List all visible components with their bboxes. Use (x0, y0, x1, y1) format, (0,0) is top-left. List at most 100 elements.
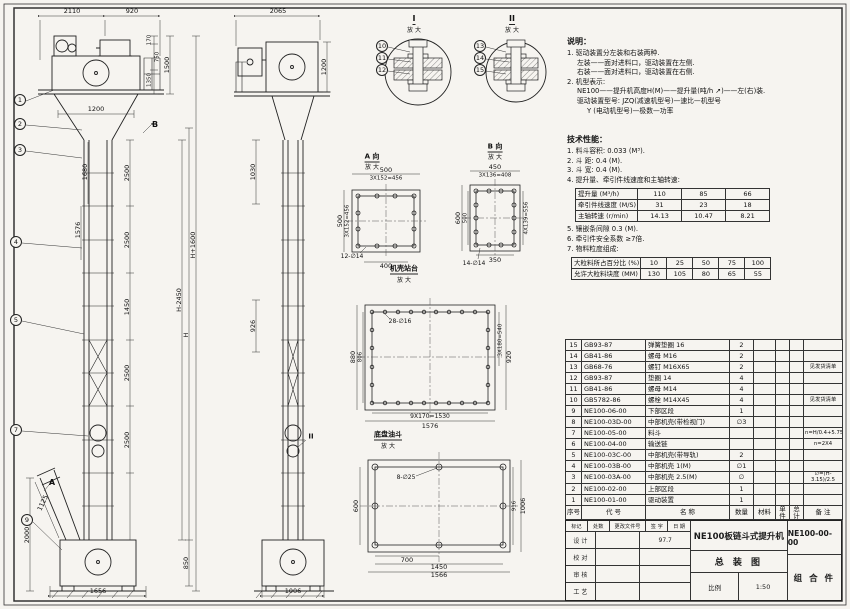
bom-cell: 2 (729, 449, 754, 462)
bom-cell: n=2X4 (803, 438, 843, 451)
bom-cell (803, 483, 843, 495)
bom-cell: 7 (565, 427, 582, 440)
bom-cell: 1 (729, 494, 754, 506)
revision-header-cell: 处数 (588, 521, 610, 531)
bom-cell: 3 (565, 471, 582, 484)
tech-items: 5. 镶嵌条间隙 0.3 (M).6. 牵引件安全系数 ≥7倍.7. 物料粒度组… (567, 225, 839, 254)
bom-cell (753, 350, 776, 363)
text-line: 6. 牵引件安全系数 ≥7倍. (567, 234, 645, 243)
bom-cell (789, 361, 804, 374)
table-cell: 66 (725, 188, 771, 201)
bom-cell (775, 438, 790, 451)
table-cell: 110 (637, 188, 683, 201)
bom-header-row: 序号代 号名 称数量材料单件总计备 注 (565, 505, 843, 520)
signature-row: 工 艺 (566, 583, 690, 600)
bom-cell: 1 (565, 494, 582, 506)
bom-cell (729, 438, 754, 451)
bom-cell (753, 483, 776, 495)
side-elevation-view (234, 41, 334, 599)
bom-cell: ∅1 (729, 460, 754, 473)
signature-role: 设 计 (566, 532, 596, 548)
bom-cell (753, 449, 776, 462)
signature-row: 校 对 (566, 549, 690, 566)
signature-role: 审 核 (566, 566, 596, 582)
bom-cell (775, 471, 790, 484)
table-cell: 18 (725, 199, 771, 212)
bom-cell (803, 405, 843, 418)
bom-cell (775, 405, 790, 418)
bom-cell: 螺母 M14 (645, 383, 730, 396)
bom-cell (753, 339, 776, 352)
sheet-frame (3, 3, 847, 606)
bom-cell (789, 383, 804, 396)
bom-header-cell: 数量 (729, 505, 754, 520)
table-cell: 50 (692, 257, 720, 270)
bom-cell (753, 361, 776, 374)
bom-cell: 螺钉 M16X65 (645, 361, 730, 374)
bom-cell: NE100-02-00 (581, 483, 646, 495)
bom-cell: 弹簧垫圈 16 (645, 339, 730, 352)
bom-cell: 4 (729, 372, 754, 385)
bom-cell: 2 (729, 350, 754, 363)
bom-cell (753, 471, 776, 484)
bom-cell: 料斗 (645, 427, 730, 440)
text-line: 右装——面对进料口，驱动装置在右侧. (577, 68, 695, 77)
table-cell: 100 (744, 257, 772, 270)
bom-cell: ∅3 (729, 416, 754, 429)
bom-cell: 4 (565, 460, 582, 473)
table-cell: 65 (718, 268, 746, 281)
signature-name (596, 583, 641, 600)
bom-cell: n=H/0.4+5.75 (803, 427, 843, 440)
tech-section: 技术性能： 1. 料斗容积: 0.033 (M³).2. 斗 距: 0.4 (M… (567, 134, 839, 281)
bom-cell: 中部机壳(带导轨) (645, 449, 730, 462)
bom-cell (775, 449, 790, 462)
table-cell: 31 (637, 199, 683, 212)
bom-header-cell: 总计 (789, 505, 804, 520)
bom-cell: 下部区段 (645, 405, 730, 418)
bom-cell (775, 361, 790, 374)
bom-cell (753, 372, 776, 385)
bom-cell: NE100-06-00 (581, 405, 646, 418)
bom-cell: 螺母 M16 (645, 350, 730, 363)
table-cell: 105 (666, 268, 694, 281)
revision-header-cell: 更改文件号 (610, 521, 647, 531)
bom-cell: 12 (565, 372, 582, 385)
bom-cell (803, 460, 843, 473)
table-cell: 80 (692, 268, 720, 281)
revision-header-cell: 日 期 (673, 523, 686, 530)
bom-cell (789, 449, 804, 462)
text-line: 驱动装置型号: JZQ(减速机型号)—速比—机型号 (577, 96, 722, 105)
notes-section: 说明： 1. 驱动装置分左装和右装两种.左装——面对进料口，驱动装置在左侧.右装… (567, 36, 839, 116)
bom-cell: GB41-86 (581, 350, 646, 363)
bom-cell (789, 394, 804, 407)
scale-label: 比例 (691, 573, 740, 600)
bom-cell: 1 (729, 405, 754, 418)
scale-value: 1:50 (755, 582, 771, 591)
table-cell: 25 (666, 257, 694, 270)
bom-cell: 15 (565, 339, 582, 352)
bom-cell (803, 383, 843, 396)
main-elevation-view (36, 35, 164, 599)
bom-cell: 见发货清单 (803, 361, 843, 374)
bom-cell: 10 (565, 394, 582, 407)
bom-cell (775, 483, 790, 495)
bom-cell: 输送链 (645, 438, 730, 451)
bom-cell (789, 494, 804, 506)
drawing-number: NE100-00-00 (787, 521, 841, 555)
bom-cell (753, 438, 776, 451)
bom-cell (775, 494, 790, 506)
